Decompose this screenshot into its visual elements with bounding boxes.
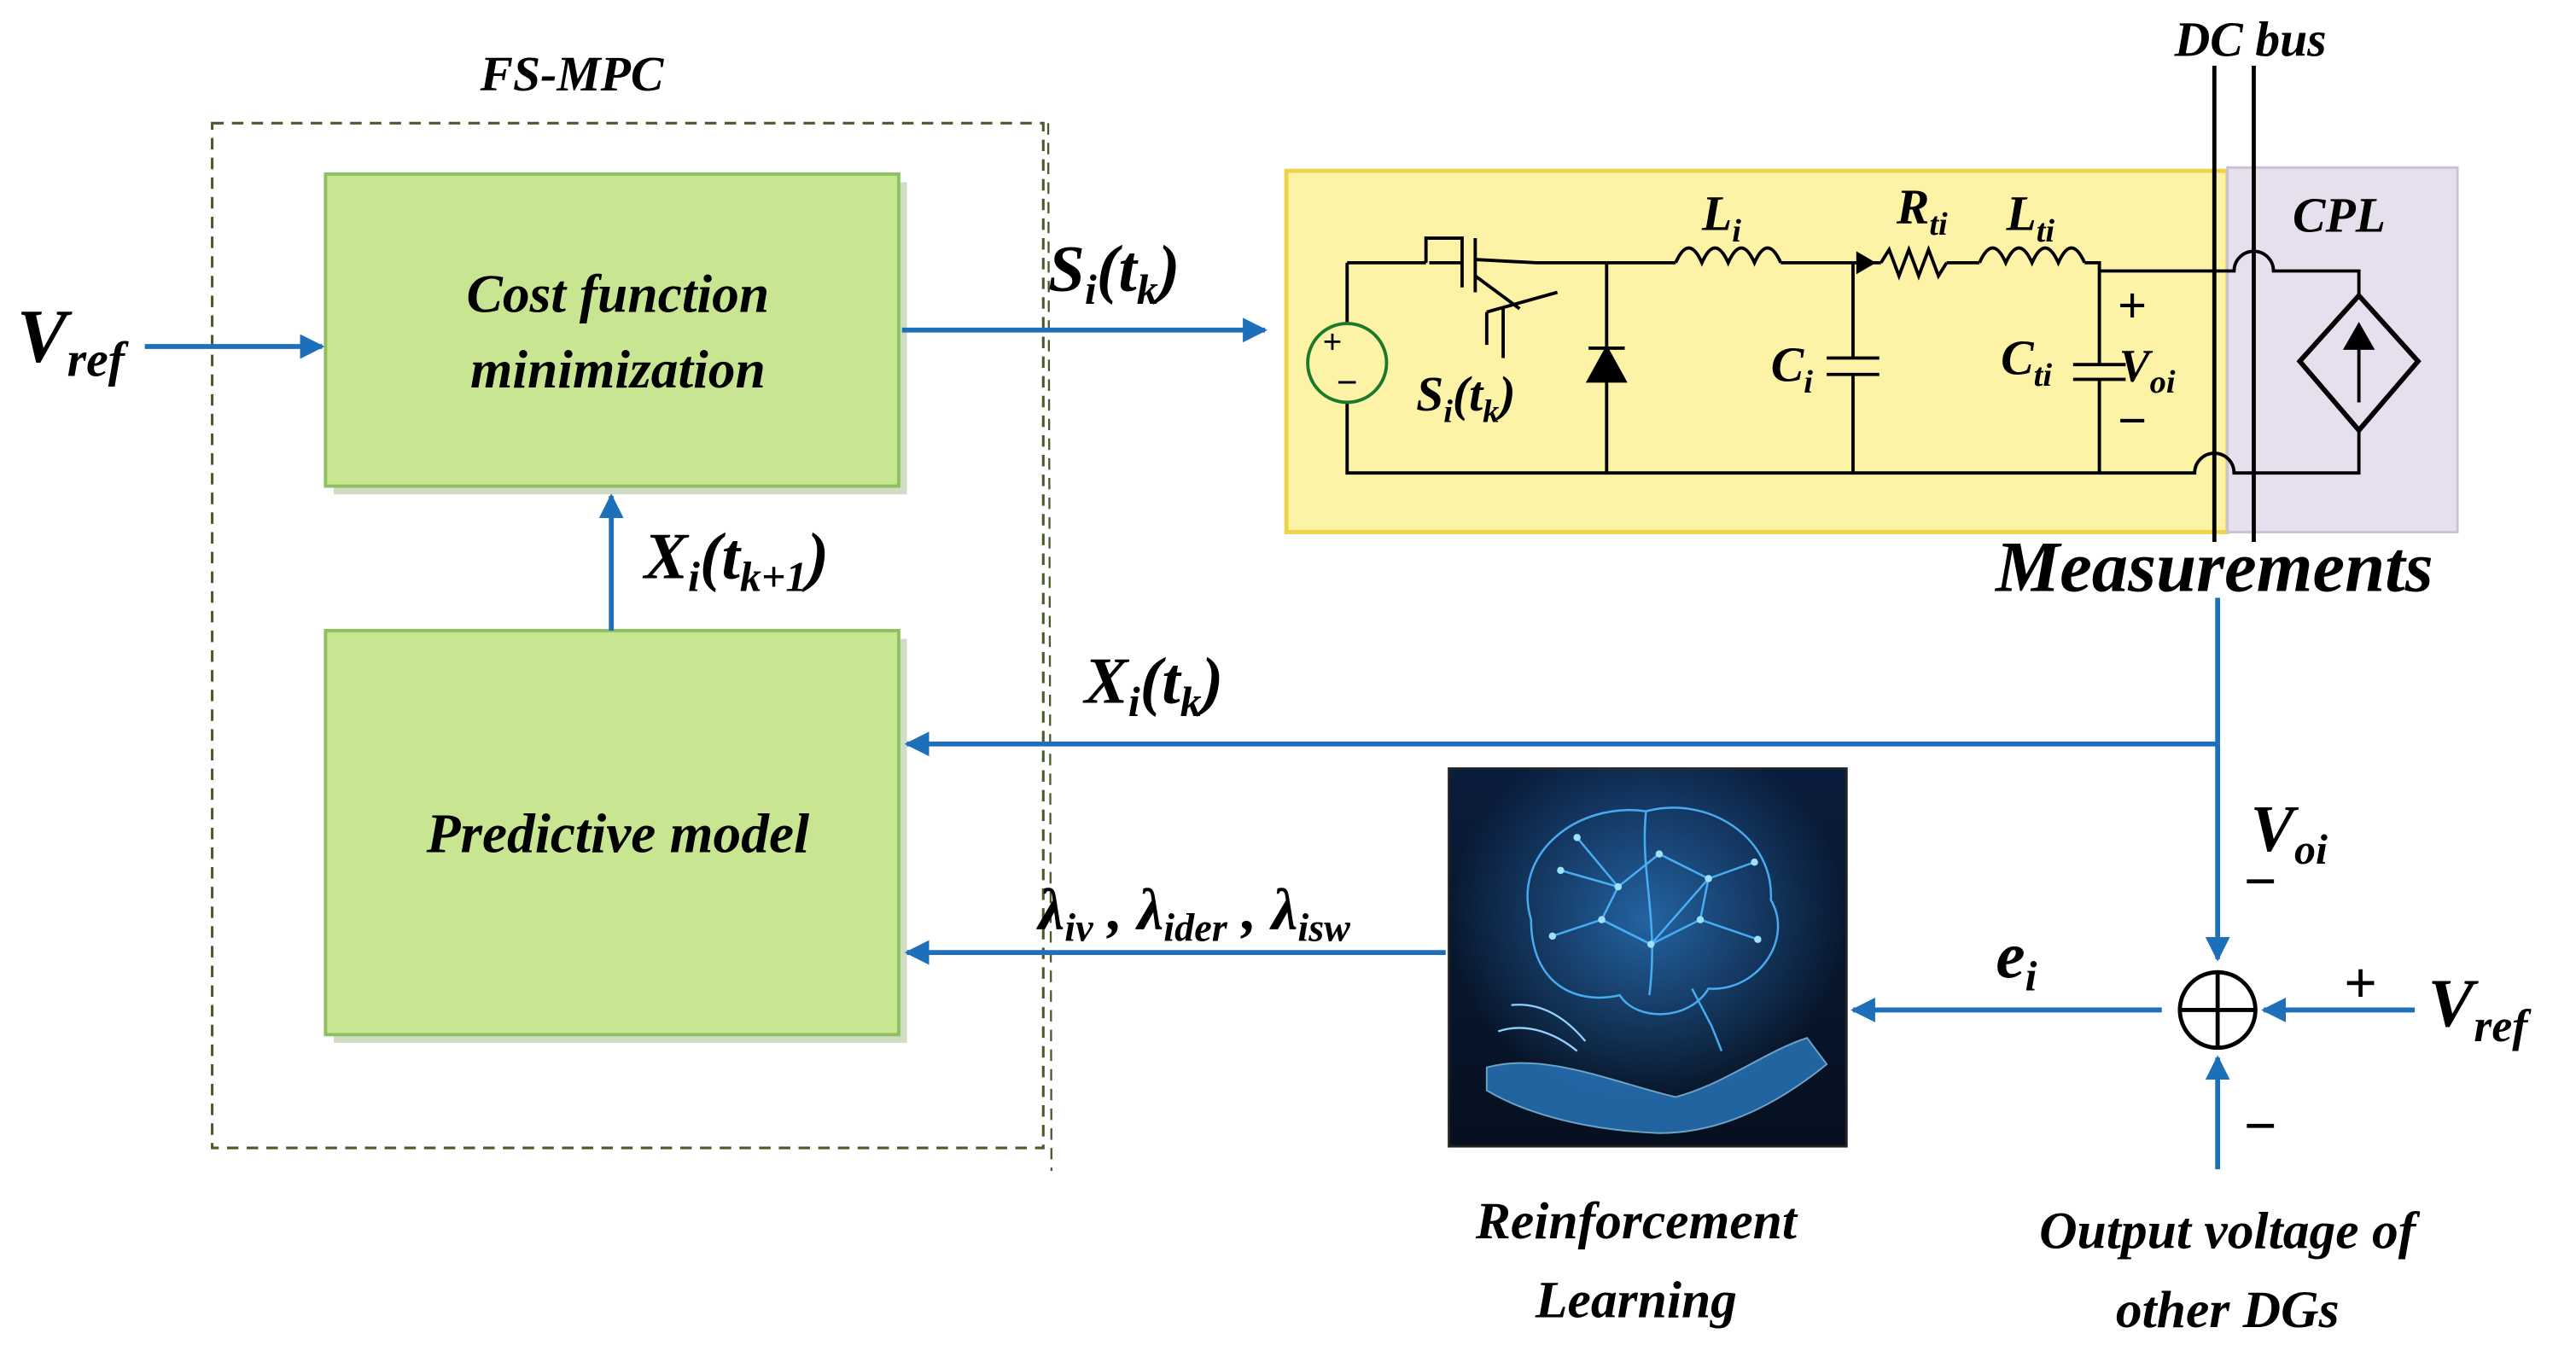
predictive-model-label: Predictive model (426, 804, 810, 865)
summing-junction-icon (2177, 969, 2258, 1051)
robotic-hand-icon (1485, 1037, 1828, 1134)
capacitor-ci-label: Ci (1771, 338, 1814, 399)
cost-function-line1: Cost function (467, 264, 770, 324)
switch-label: Si(tk) (1416, 368, 1516, 429)
measurements-label: Measurements (1994, 528, 2433, 608)
fs-mpc-boundary-shadow (1046, 123, 1053, 1172)
fs-mpc-boundary (211, 121, 1045, 1150)
cpl-label: CPL (2293, 189, 2386, 242)
resistor-rti-icon (1880, 245, 1949, 281)
vref-input-label: Vref (17, 294, 130, 387)
cost-function-block (323, 172, 900, 488)
rl-label-line1: Reinforcement (1475, 1192, 1798, 1250)
voi-circuit-label: Voi (2119, 340, 2176, 399)
source-plus-sign: + (1323, 324, 1342, 361)
error-signal-label: ei (1996, 918, 2037, 999)
switching-signal-label: Si(tk) (1048, 232, 1180, 313)
other-dgs-line1: Output voltage of (2039, 1202, 2421, 1260)
measured-state-label: Xi(tk) (1082, 644, 1223, 725)
capacitor-ci-icon (1827, 262, 1880, 474)
predicted-state-label: Xi(tk+1) (643, 519, 829, 600)
source-minus-sign: − (1337, 362, 1358, 402)
current-arrow-icon (1856, 251, 1876, 275)
voi-plus-sign: + (2118, 278, 2147, 333)
cost-function-line2: minimization (470, 339, 766, 399)
dc-bus-label: DC bus (2174, 13, 2327, 67)
weights-label: λiv , λider , λisw (1036, 876, 1351, 949)
inductor-lti-icon (1978, 246, 2087, 267)
inductor-lti-label: Lti (2005, 187, 2054, 248)
summing-minus-bottom: − (2244, 1094, 2276, 1156)
rl-label-line2: Learning (1535, 1271, 1737, 1329)
voi-feedback-label: Voi (2251, 792, 2328, 873)
dc-source-icon (1306, 322, 1389, 405)
capacitor-cti-label: Cti (2001, 332, 2052, 393)
voi-minus-sign: − (2118, 393, 2147, 448)
freewheel-diode-icon (1585, 344, 1628, 383)
capacitor-cti-icon (2072, 271, 2126, 474)
cpl-dependent-source-icon (2296, 292, 2422, 434)
summing-plus-right: + (2344, 952, 2376, 1014)
reinforcement-learning-image (1448, 767, 1848, 1148)
converter-circuit-panel (1284, 168, 2230, 534)
igbt-switch-icon (1473, 238, 1607, 311)
summing-minus-top: − (2244, 850, 2276, 912)
brain-nodes (1548, 834, 1762, 948)
predictive-model-block (323, 629, 900, 1037)
inductor-li-label: Li (1701, 187, 1741, 248)
inductor-li-icon (1674, 246, 1783, 267)
vref-right-label: Vref (2427, 966, 2532, 1051)
other-dgs-line2: other DGs (2116, 1281, 2340, 1339)
fs-mpc-title: FS-MPC (480, 48, 665, 102)
resistor-rti-label: Rti (1896, 181, 1948, 242)
